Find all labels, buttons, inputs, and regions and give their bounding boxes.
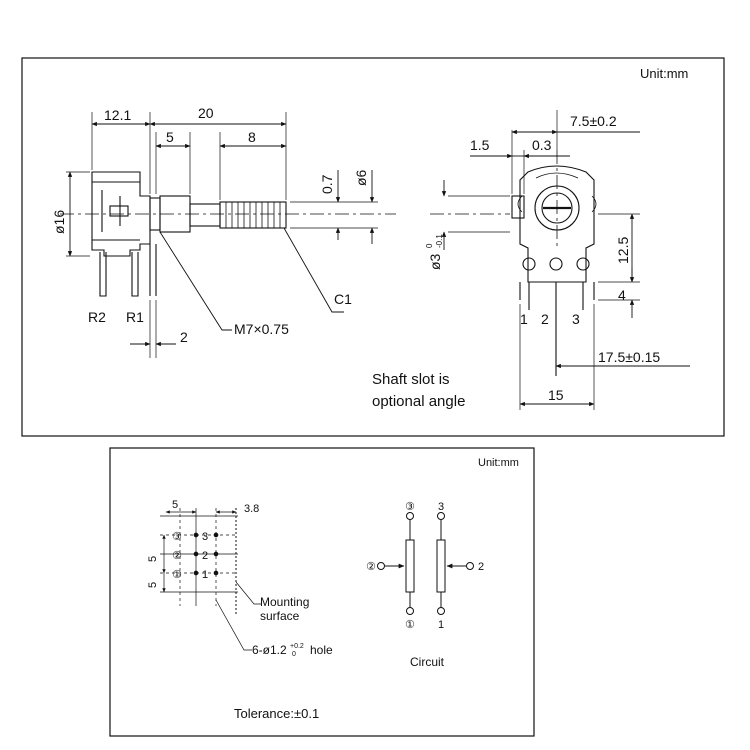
- thread-label: M7×0.75: [234, 321, 289, 337]
- pin-2-pad: [549, 257, 563, 271]
- pcb-hole-label-right-2: 2: [202, 550, 208, 562]
- dim-slot-w: 0.3: [532, 137, 552, 153]
- terminal-mount: [149, 244, 157, 296]
- front-housing: [519, 165, 595, 283]
- knurl-lines: [225, 202, 281, 228]
- circuit-right-resistor: [436, 539, 446, 593]
- top-panel: Unit:mm: [21, 57, 725, 437]
- dim-height: 12.5: [615, 237, 631, 264]
- circuit-right-terminal-3: [437, 512, 445, 520]
- front-view: [430, 110, 640, 410]
- pin-1-label: 1: [520, 311, 528, 327]
- pcb-dim-pitch-y2: 5: [147, 582, 159, 588]
- dim-shaft-len: 17.5±0.15: [598, 349, 660, 365]
- circuit-right-terminal-1: [437, 607, 445, 615]
- pin-1-pad: [522, 257, 536, 271]
- circuit-left-top: ③: [405, 501, 415, 513]
- dim-shaft-dia: ø6: [353, 169, 369, 186]
- circuit-left-mid: ②: [366, 561, 376, 573]
- pcb-hole-label-left-1: ①: [172, 569, 182, 581]
- shaft-knurl: [219, 201, 287, 229]
- dim-pin-tol-bot: -0.1: [435, 234, 444, 248]
- hole-tol-bot: 0: [292, 651, 296, 658]
- housing-outline: [91, 171, 151, 257]
- circuit-right-top: 3: [438, 501, 444, 513]
- mounting-line-1: Mounting: [260, 595, 309, 609]
- pin-2-label: 2: [541, 311, 549, 327]
- terminal-r2-label: R2: [88, 309, 106, 325]
- circuit-left-terminal-1: [406, 607, 414, 615]
- dim-two: 2: [180, 329, 188, 345]
- dim-offset: 1.5: [470, 137, 490, 153]
- top-frame: [21, 57, 725, 437]
- front-view-dimensions: [441, 129, 690, 407]
- note-line-1: Shaft slot is: [372, 371, 450, 388]
- dim-knurl: 8: [248, 129, 256, 145]
- terminal-r2: [99, 252, 107, 297]
- pcb-layout: [160, 508, 262, 651]
- hole-tol-top: +0.2: [290, 643, 304, 650]
- dim-width: 15: [548, 387, 564, 403]
- housing-slot: [109, 205, 129, 217]
- locating-pin: [511, 195, 525, 219]
- circuit-left-terminal-3: [406, 512, 414, 520]
- pcb-dim-pitch-y1: 5: [147, 556, 159, 562]
- note-line-2: optional angle: [372, 393, 465, 410]
- hole-word: hole: [310, 643, 333, 657]
- circuit-left-bot: ①: [405, 619, 415, 631]
- pcb-dim-offset-x: 3.8: [244, 503, 259, 515]
- pcb-hole-label-right-1: 1: [202, 569, 208, 581]
- dim-body-dia: ø16: [51, 210, 67, 234]
- bottom-frame: [109, 447, 535, 737]
- side-view-dimensions: [67, 121, 375, 347]
- dim-overall: 20: [198, 105, 214, 121]
- dim-slot: 0.7: [319, 174, 335, 194]
- bottom-unit-label: Unit:mm: [478, 457, 519, 469]
- pin-3-label: 3: [572, 311, 580, 327]
- tolerance-note: Tolerance:±0.1: [234, 706, 319, 721]
- dim-pin-dia: ø3: [427, 253, 443, 270]
- terminal-r1-label: R1: [126, 309, 144, 325]
- circuit-caption: Circuit: [410, 655, 445, 669]
- circuit-right-mid: 2: [478, 561, 484, 573]
- circuit-diagram: [377, 512, 474, 615]
- dim-width-tol: 7.5±0.2: [570, 113, 617, 129]
- pin-3-pad: [576, 257, 590, 271]
- side-view: [60, 112, 396, 358]
- dim-four: 4: [618, 287, 626, 303]
- dim-body: 12.1: [104, 107, 131, 123]
- hole-spec: 6-ø1.2: [252, 643, 287, 657]
- terminal-r1: [131, 252, 139, 297]
- dim-pin-tol-top: 0: [425, 243, 434, 248]
- dim-bushing: 5: [166, 129, 174, 145]
- pcb-hole-label-right-3: 3: [202, 531, 208, 543]
- circuit-left-resistor: [405, 539, 415, 593]
- circuit-right-bot: 1: [438, 619, 444, 631]
- shaft-plain: [189, 203, 221, 227]
- circuit-right-terminal-2: [466, 562, 474, 570]
- pcb-dim-pitch-x: 5: [172, 499, 178, 511]
- bottom-panel: Unit:mm 5 3.8: [109, 447, 535, 737]
- pcb-hole-label-left-3: ③: [172, 531, 182, 543]
- pcb-hole-label-left-2: ②: [172, 550, 182, 562]
- mounting-line-2: surface: [260, 609, 300, 623]
- top-unit-label: Unit:mm: [640, 66, 688, 81]
- chamfer-label: C1: [334, 291, 352, 307]
- circuit-left-terminal-2: [377, 562, 385, 570]
